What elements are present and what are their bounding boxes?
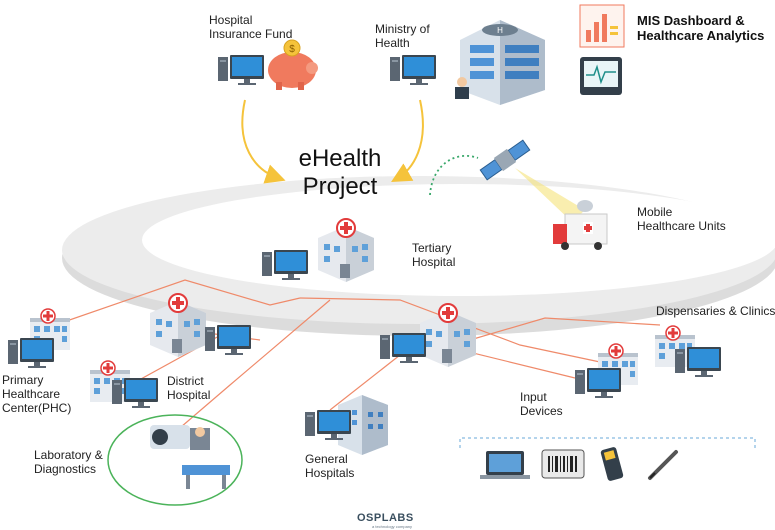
insurance-fund-label: Hospital Insurance Fund [209,13,293,41]
brand-tagline: a technology company [372,524,413,529]
brand-logo: OSPLABS [357,512,414,524]
heart-monitor-icon [580,57,622,95]
district-hospital-label: District Hospital [167,374,211,402]
dashboard-chart-icon [579,4,625,48]
stylus-pen-icon [648,450,678,480]
lab-circle [107,414,243,506]
ministry-label: Ministry of Health [375,22,430,50]
general-hospital-icon [338,395,388,455]
svg-text:$: $ [289,44,295,55]
input-devices-bracket [459,437,756,448]
svg-text:H: H [497,26,503,35]
ministry-computer-icon [390,55,436,85]
insurance-arrow [241,99,286,184]
barcode-scanner-icon [541,449,585,479]
laboratory-label: Laboratory & Diagnostics [34,448,103,476]
satellite-icon [479,139,531,181]
ministry-building-icon: H [455,20,545,105]
lab-equipment-icon [150,425,230,489]
regional-computer-icon [380,333,426,363]
insurance-computer-icon [218,55,264,85]
input-devices-label: Input Devices [520,390,563,418]
ministry-arrow [391,99,424,182]
tertiary-hospital-label: Tertiary Hospital [412,241,456,269]
district-clinic-computer-icon [112,378,158,408]
mobile-units-label: Mobile Healthcare Units [637,205,726,233]
general-hospitals-label: General Hospitals [305,452,355,480]
phc-computer-icon [8,338,54,368]
mis-dashboard-label: MIS Dashboard & Healthcare Analytics [637,13,765,43]
district-computer-icon [205,325,251,355]
handheld-scanner-icon [600,447,624,481]
project-title: eHealth Project [298,145,382,200]
clinic-computer-icon [575,368,621,398]
laptop-icon [480,451,530,479]
piggy-bank-icon: $ [268,39,318,90]
dispensary-computer-icon [675,347,721,377]
ambulance-icon [553,200,608,250]
dispensaries-label: Dispensaries & Clinics [656,304,775,318]
phc-label: Primary Healthcare Center(PHC) [2,373,72,415]
satellite-beam [515,168,585,222]
